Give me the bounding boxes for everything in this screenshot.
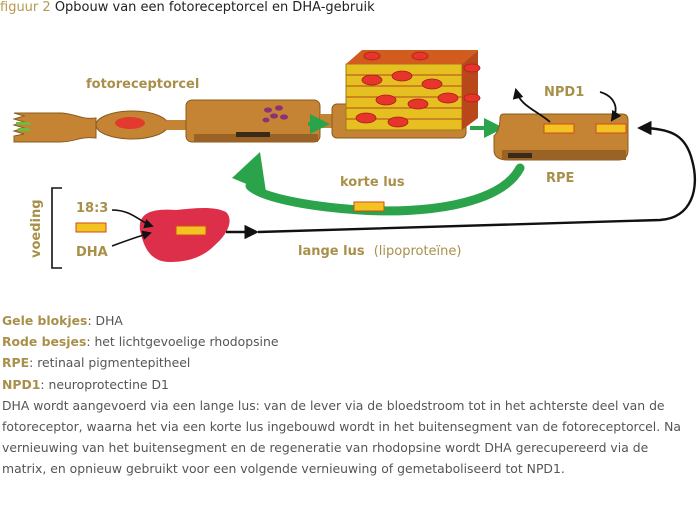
- dha-block-rpe-2: [595, 123, 627, 134]
- label-18-3: 18:3: [76, 201, 108, 216]
- legend: Gele blokjes: DHA Rode besjes: het licht…: [2, 310, 694, 480]
- description-paragraph: DHA wordt aangevoerd via een lange lus: …: [2, 397, 681, 477]
- outer-segment: [331, 50, 481, 139]
- label-rpe: RPE: [546, 171, 574, 186]
- npd1-arrow-right: [599, 91, 622, 122]
- legend-item-rhodopsine: Rode besjes: het lichtgevoelige rhodopsi…: [2, 334, 279, 350]
- label-dha: DHA: [76, 245, 108, 260]
- liver: [139, 208, 230, 262]
- npd1-arrow-left: [512, 87, 551, 123]
- label-lange-lus: lange lus: [298, 244, 365, 259]
- dha-block-short-loop: [353, 201, 385, 212]
- dha-block-diet: [75, 222, 107, 233]
- synaptic-terminal: [12, 112, 97, 143]
- label-fotoreceptorcel: fotoreceptorcel: [86, 77, 199, 92]
- label-npd1: NPD1: [544, 85, 584, 100]
- fatty-acid-arrow: [111, 209, 154, 229]
- label-lipoproteine: (lipoproteïne): [374, 244, 462, 259]
- dha-block-liver: [175, 225, 207, 236]
- nucleus-core: [115, 117, 145, 129]
- figure-title: Opbouw van een fotoreceptorcel en DHA-ge…: [54, 0, 375, 15]
- label-long-loop: lange lus (lipoproteïne): [298, 240, 461, 259]
- label-voeding: voeding: [29, 199, 44, 258]
- legend-item-rpe: RPE: retinaal pigmentepitheel: [2, 355, 191, 371]
- inner-segment: [185, 99, 321, 143]
- short-loop-arrow: [232, 152, 525, 216]
- legend-item-npd1: NPD1: neuroprotectine D1: [2, 376, 169, 392]
- figure-number: figuur 2: [0, 0, 51, 15]
- label-korte-lus: korte lus: [340, 175, 405, 190]
- nutrition-bracket: [51, 187, 62, 269]
- long-loop-line: [257, 120, 697, 234]
- rpe-cell: [493, 113, 629, 161]
- legend-item-dha: Gele blokjes: DHA: [2, 313, 123, 328]
- photoreceptor-diagram: fotoreceptorcel NPD1 RPE korte lus lange…: [12, 50, 697, 269]
- dha-input-arrow: [111, 230, 152, 247]
- dha-block-rpe-1: [543, 123, 575, 134]
- cell-stalk: [166, 120, 188, 130]
- figure-caption: figuur 2 Opbouw van een fotoreceptorcel …: [0, 0, 375, 15]
